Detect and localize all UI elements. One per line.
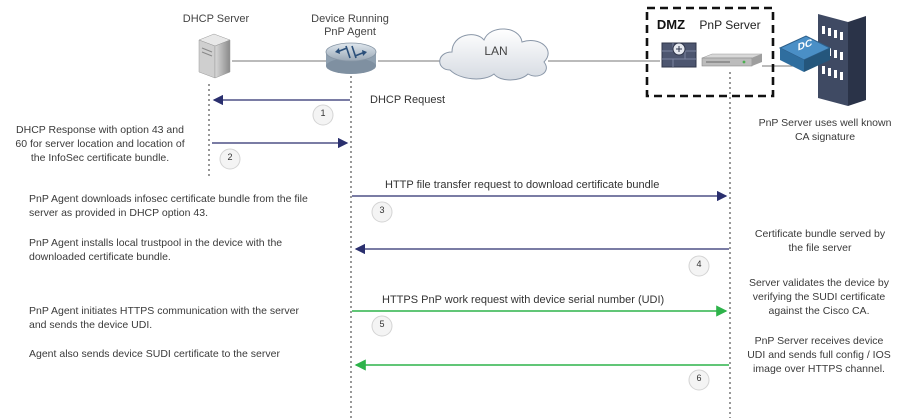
note-initiate-line2: and sends the device UDI. — [29, 319, 153, 331]
cloud-icon — [439, 28, 549, 81]
lan-label: LAN — [484, 44, 508, 58]
note-server-sends-config: PnP Server receives device UDI and sends… — [740, 334, 898, 376]
pnp-server-label: PnP Server — [699, 18, 761, 32]
device-label-line1: Device Running — [311, 13, 389, 25]
step-6-number: 6 — [696, 373, 702, 383]
note-validates-line3: against the Cisco CA. — [768, 305, 870, 317]
note-server-validates: Server validates the device by verifying… — [740, 276, 898, 318]
step-circle-2 — [219, 148, 241, 170]
step-circle-4 — [688, 255, 710, 277]
note-initiate-https: PnP Agent initiates HTTPS communication … — [29, 304, 349, 332]
note-bundle-served-line1: Certificate bundle served by — [754, 228, 886, 240]
note-ca-signature: PnP Server uses well known CA signature — [755, 116, 895, 144]
note-validates-line2: verifying the SUDI certificate — [752, 291, 886, 303]
rack-server-icon — [701, 53, 763, 67]
datacenter-building-icon — [778, 14, 866, 106]
note-ca-line1: PnP Server uses well known — [758, 117, 892, 129]
msg-http-request: HTTP file transfer request to download c… — [385, 179, 660, 191]
note-dhcp-response-line2: 60 for server location and location of — [15, 138, 185, 150]
note-sends-config-line2: UDI and sends full config / IOS — [747, 349, 891, 361]
note-download-line1: PnP Agent downloads infosec certificate … — [29, 193, 308, 205]
server-tower-icon — [198, 33, 231, 79]
msg-https-request: HTTPS PnP work request with device seria… — [382, 294, 665, 306]
note-download-bundle: PnP Agent downloads infosec certificate … — [29, 192, 349, 220]
note-ca-line2: CA signature — [794, 131, 856, 143]
note-dhcp-response-line1: DHCP Response with option 43 and — [16, 124, 184, 136]
note-sudi-cert: Agent also sends device SUDI certificate… — [29, 348, 280, 360]
note-validates-line1: Server validates the device by — [748, 277, 890, 289]
note-sends-config-line1: PnP Server receives device — [754, 335, 884, 347]
step-circle-1 — [312, 104, 334, 126]
note-bundle-served-line2: the file server — [788, 242, 852, 254]
dhcp-server-label: DHCP Server — [182, 13, 250, 25]
note-sends-config-line3: image over HTTPS channel. — [753, 363, 885, 375]
note-initiate-line1: PnP Agent initiates HTTPS communication … — [29, 305, 300, 317]
router-icon — [325, 42, 377, 74]
step-circle-5 — [371, 315, 393, 337]
step-1-number: 1 — [320, 108, 326, 118]
note-dhcp-response-line3: the InfoSec certificate bundle. — [30, 152, 170, 164]
note-install-line1: PnP Agent installs local trustpool in th… — [29, 237, 283, 249]
note-bundle-served: Certificate bundle served by the file se… — [742, 227, 898, 255]
device-label-line2: PnP Agent — [324, 26, 376, 38]
step-3-number: 3 — [379, 205, 385, 215]
note-install-trustpool: PnP Agent installs local trustpool in th… — [29, 236, 349, 264]
note-dhcp-response: DHCP Response with option 43 and 60 for … — [4, 123, 196, 165]
step-2-number: 2 — [227, 152, 233, 162]
dmz-label: DMZ — [656, 17, 686, 32]
firewall-icon — [661, 42, 697, 68]
dmz-box — [645, 6, 775, 98]
step-circle-6 — [688, 369, 710, 391]
msg-dhcp-request: DHCP Request — [370, 94, 445, 106]
step-5-number: 5 — [379, 319, 385, 329]
note-install-line2: downloaded certificate bundle. — [29, 251, 171, 263]
step-circle-3 — [371, 201, 393, 223]
step-4-number: 4 — [696, 259, 702, 269]
note-download-line2: server as provided in DHCP option 43. — [29, 207, 208, 219]
